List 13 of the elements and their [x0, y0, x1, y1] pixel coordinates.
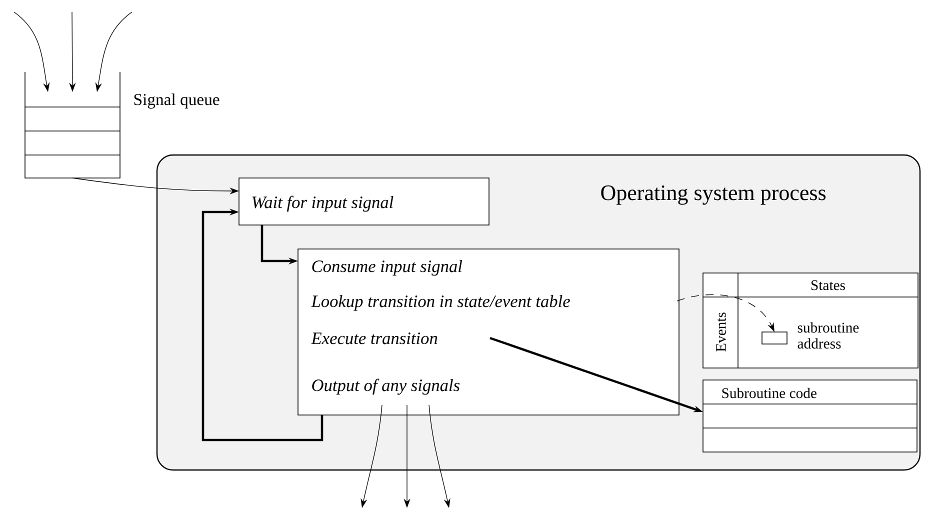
cell-text: subroutine address [798, 322, 859, 349]
step-box: Wait for input signal [238, 178, 490, 226]
address-box [762, 332, 788, 344]
column-header: States [811, 280, 845, 290]
queue-label: Signal queue [134, 93, 220, 109]
row-header: Events [716, 312, 726, 352]
code-table: Subroutine code [702, 380, 918, 452]
step-text: Output of any signals [312, 378, 460, 395]
arrow [202, 208, 324, 442]
step-text: Consume input signal [312, 260, 462, 276]
step-text: Execute transition [311, 332, 438, 344]
frame-title: Operating system process [601, 185, 826, 205]
step-text: Lookup transition in state/event table [311, 294, 570, 311]
